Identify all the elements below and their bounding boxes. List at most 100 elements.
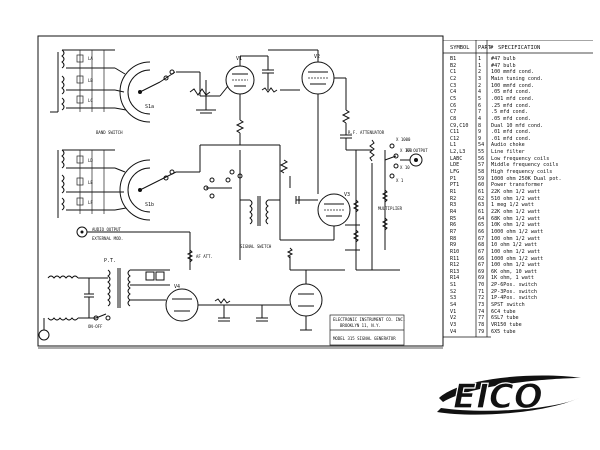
tube-vr150 bbox=[289, 283, 323, 317]
cell-spec: #47 bulb bbox=[491, 62, 516, 69]
cell-part: 60 bbox=[478, 182, 485, 189]
cell-part: 61 bbox=[478, 189, 485, 195]
cell-spec: 6C4 tube bbox=[491, 308, 516, 315]
cell-part: 79 bbox=[478, 328, 485, 335]
cell-spec: 68K ohm 1/2 watt bbox=[491, 215, 541, 222]
multiplier-switch: X 1000 X 100 X 10 X 1 MULTIPLIER bbox=[378, 137, 413, 250]
cell-part: 72 bbox=[478, 295, 485, 302]
band-switch-s1b: S1b bbox=[114, 159, 177, 221]
cell-spec: 1000 ohm 250K Dual pot. bbox=[491, 175, 562, 182]
cell-symbol: C1 bbox=[450, 69, 457, 76]
v2-label: V2 bbox=[314, 54, 320, 60]
cell-spec: 100 ohm 1/2 watt bbox=[491, 248, 541, 255]
cell-part: 7 bbox=[478, 109, 482, 116]
title-block-model: MODEL 315 SIGNAL GENERATOR bbox=[333, 336, 396, 341]
af-att-label: AF ATT. bbox=[196, 254, 213, 259]
tube-v4: V4 bbox=[165, 284, 199, 322]
cell-spec: 100 mmfd cond. bbox=[491, 82, 534, 89]
cell-symbol: L1 bbox=[450, 142, 457, 149]
band-switch-label: BAND SWITCH bbox=[96, 130, 123, 135]
cell-spec: .25 mfd cond. bbox=[491, 102, 531, 109]
cell-spec: 1 meg 1/2 watt bbox=[491, 202, 534, 209]
cell-symbol: L2,L3 bbox=[450, 149, 466, 156]
cell-symbol: R12 bbox=[450, 262, 460, 269]
cell-part: 58 bbox=[478, 169, 485, 176]
cell-part: 9 bbox=[478, 129, 482, 136]
title-block: ELECTRONIC INSTRUMENT CO. INC. BROOKLYN … bbox=[329, 314, 405, 346]
audio-output-jack: AUDIO OUTPUT EXTERNAL MOD. bbox=[76, 226, 190, 241]
cell-symbol: C3 bbox=[450, 82, 457, 89]
eico-logo: EICO bbox=[437, 375, 581, 418]
multiplier-label: MULTIPLIER bbox=[378, 206, 403, 211]
svg-text:X 1: X 1 bbox=[396, 178, 404, 183]
cell-part: 65 bbox=[478, 222, 485, 229]
svg-text:LD: LD bbox=[88, 158, 93, 163]
cell-part: 1 bbox=[478, 56, 482, 62]
cell-part: 70 bbox=[478, 282, 485, 289]
power-transformer: P.T. bbox=[104, 258, 131, 308]
cell-symbol: V4 bbox=[450, 328, 457, 335]
cell-symbol: R9 bbox=[450, 242, 457, 249]
rf-attenuator: R.F. ATTENUATOR bbox=[345, 130, 385, 200]
cell-part: 62 bbox=[478, 195, 485, 202]
header-specification: SPECIFICATION bbox=[498, 45, 541, 51]
cell-symbol: C9,C10 bbox=[450, 122, 469, 129]
cell-spec: 10K ohm 1/2 watt bbox=[491, 222, 541, 229]
cell-symbol: B2 bbox=[450, 62, 457, 69]
signal-switch: SIGNAL SWITCH bbox=[203, 169, 272, 249]
rf-output-jack: RF OUTPUT bbox=[400, 148, 428, 167]
cell-spec: Middle frequency coils bbox=[491, 162, 559, 169]
cell-part: 5 bbox=[478, 95, 482, 102]
cell-symbol: C8 bbox=[450, 115, 457, 122]
cell-spec: Low frequency coils bbox=[491, 155, 550, 162]
cell-part: 57 bbox=[478, 162, 485, 169]
cell-symbol: V3 bbox=[450, 322, 457, 328]
cell-spec: .05 mfd cond. bbox=[491, 115, 531, 122]
svg-text:LF: LF bbox=[88, 200, 93, 205]
cell-symbol: S1 bbox=[450, 282, 457, 289]
cell-symbol: C6 bbox=[450, 102, 457, 109]
cell-spec: 510 ohm 1/2 watt bbox=[491, 195, 541, 202]
schematic-border bbox=[37, 35, 444, 347]
cell-symbol: S2 bbox=[450, 288, 457, 295]
external-mod-label: EXTERNAL MOD. bbox=[92, 236, 123, 241]
svg-text:LA: LA bbox=[88, 56, 93, 61]
bulb-b2 bbox=[155, 271, 165, 281]
cell-spec: SPST switch bbox=[491, 302, 525, 309]
cell-symbol: R13 bbox=[450, 268, 460, 275]
power-plug bbox=[38, 329, 50, 341]
cell-spec: 6K ohm, 10 watt bbox=[491, 268, 538, 275]
cell-symbol: PT1 bbox=[450, 182, 460, 189]
cell-part: 56 bbox=[478, 155, 485, 162]
svg-text:X 10: X 10 bbox=[400, 165, 410, 170]
cell-symbol: C2 bbox=[450, 75, 457, 82]
cell-symbol: C5 bbox=[450, 95, 457, 102]
cell-part: 6 bbox=[478, 102, 482, 109]
cell-part: 69 bbox=[478, 268, 485, 275]
cell-symbol: S3 bbox=[450, 295, 457, 302]
cell-part: 9 bbox=[478, 135, 482, 142]
header-symbol: SYMBOL bbox=[450, 45, 470, 51]
cell-spec: .01 mfd cond. bbox=[491, 129, 531, 136]
cell-symbol: R4 bbox=[450, 208, 457, 215]
